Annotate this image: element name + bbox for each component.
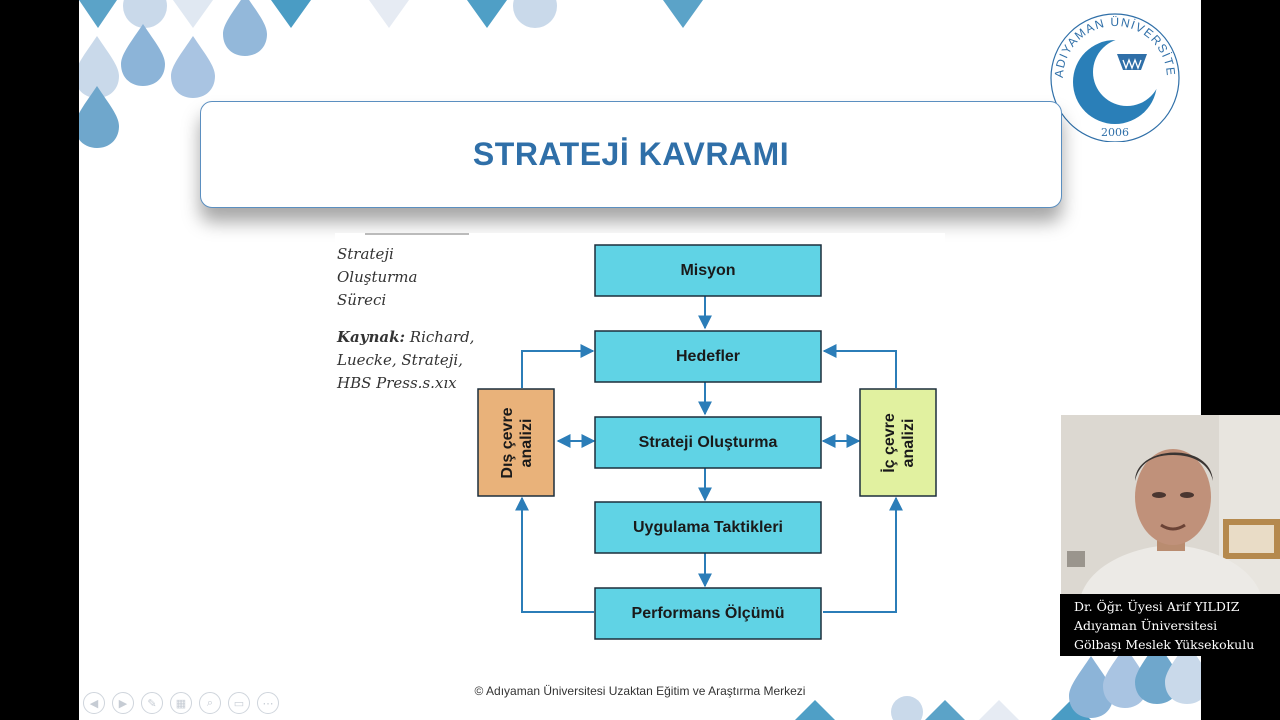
pen-icon[interactable]: ✎: [141, 692, 163, 714]
presenter-toolbar: ◀ ▶ ✎ ▦ ⌕ ▭ ⋯: [83, 692, 279, 714]
caption-line: Strateji: [337, 245, 394, 263]
slide-footer: © Adıyaman Üniversitesi Uzaktan Eğitim v…: [474, 684, 806, 698]
step-box-uygulama-taktikleri: [594, 501, 822, 554]
external-analysis-box: [477, 388, 555, 497]
presenter-university: Adıyaman Üniversitesi: [1074, 618, 1218, 633]
presenter-caption: Dr. Öğr. Üyesi Arif YILDIZ Adıyaman Üniv…: [1060, 594, 1280, 656]
subtitles-icon[interactable]: ▭: [228, 692, 250, 714]
caption-line: Süreci: [337, 291, 387, 309]
step-label-misyon: Misyon: [680, 262, 735, 279]
internal-analysis-label-1: İç çevre: [880, 413, 898, 473]
step-label-performans-olcumu: Performans Ölçümü: [632, 603, 785, 622]
step-box-hedefler: [594, 330, 822, 383]
step-box-strateji-olusturma: [594, 416, 822, 469]
caption-source: Kaynak: Richard,: [337, 326, 474, 349]
university-logo: ADIYAMAN ÜNİVERSİTESİ 2006: [1047, 8, 1180, 142]
slides-icon[interactable]: ▦: [170, 692, 192, 714]
step-box-misyon: [594, 244, 822, 297]
presentation-slide: ADIYAMAN ÜNİVERSİTESİ 2006 STRATEJİ KAVR…: [79, 0, 1201, 720]
previous-icon[interactable]: ◀: [83, 692, 105, 714]
logo-year: 2006: [1101, 126, 1129, 139]
more-icon[interactable]: ⋯: [257, 692, 279, 714]
diagram-panel: Strateji Oluşturma Süreci Kaynak: Richar…: [335, 233, 945, 653]
caption-line: Luecke, Strateji,: [337, 351, 463, 369]
presenter-school: Gölbaşı Meslek Yüksekokulu: [1074, 637, 1255, 652]
internal-analysis-label-2: analizi: [900, 419, 917, 468]
slide-title: STRATEJİ KAVRAMI: [472, 136, 790, 172]
next-icon[interactable]: ▶: [112, 692, 134, 714]
external-analysis-label-2: analizi: [518, 419, 535, 468]
step-label-hedefler: Hedefler: [676, 348, 740, 365]
presenter-video-frame: [1061, 415, 1280, 595]
caption-line: Oluşturma: [337, 268, 418, 286]
caption-source-label: Kaynak:: [337, 328, 406, 346]
caption-line: HBS Press.s.xıx: [337, 374, 457, 392]
diagram-caption: Strateji Oluşturma Süreci Kaynak: Richar…: [337, 243, 474, 395]
step-label-strateji-olusturma: Strateji Oluşturma: [639, 434, 778, 451]
step-label-uygulama-taktikleri: Uygulama Taktikleri: [633, 519, 783, 536]
decorative-drops-top: [79, 0, 703, 148]
internal-analysis-box: [859, 388, 937, 497]
presenter-webcam: [1061, 415, 1280, 595]
step-box-performans-olcumu: [594, 587, 822, 640]
zoom-icon[interactable]: ⌕: [199, 692, 221, 714]
title-box: STRATEJİ KAVRAMI: [200, 101, 1062, 208]
presenter-name: Dr. Öğr. Üyesi Arif YILDIZ: [1074, 599, 1240, 614]
external-analysis-label-1: Dış çevre: [499, 407, 516, 478]
caption-source-rest: Richard,: [405, 328, 475, 346]
strategy-process-diagram: Misyon Hedefler Strateji Oluşturma Uygul…: [477, 244, 937, 640]
